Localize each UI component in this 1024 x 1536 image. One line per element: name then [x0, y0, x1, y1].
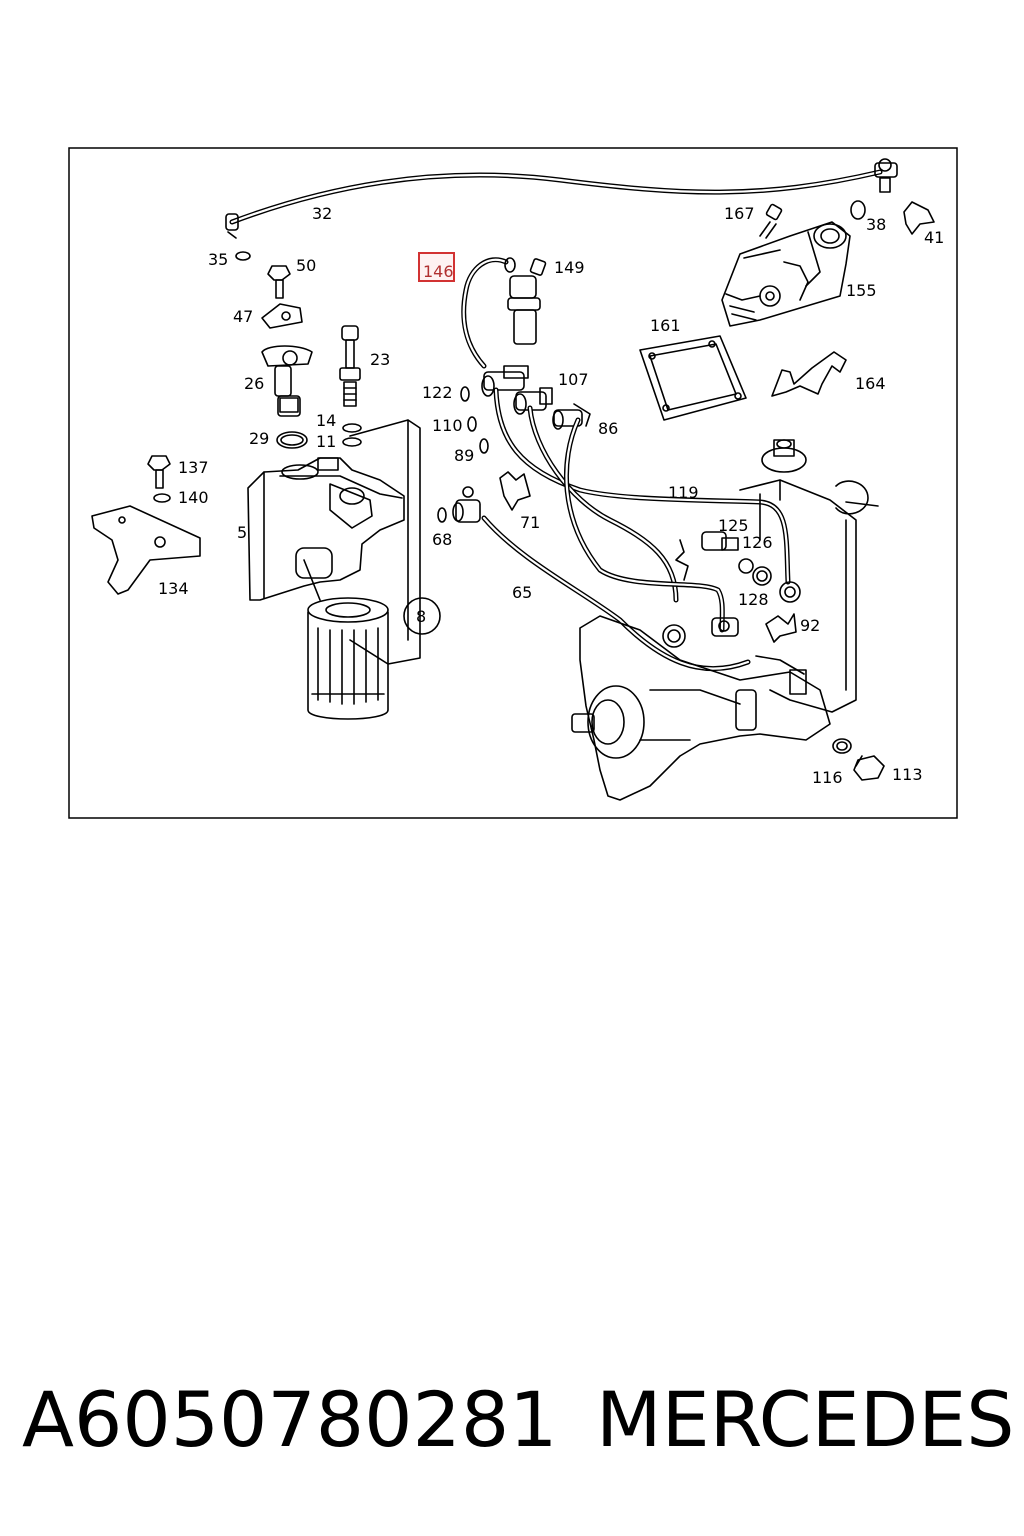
callout-5: 5	[237, 523, 247, 542]
callout-113: 113	[892, 765, 923, 784]
clip-92	[765, 613, 797, 643]
washer-68	[437, 507, 447, 523]
ring-38	[850, 200, 866, 220]
filter-insert-box	[349, 419, 421, 665]
callout-50: 50	[296, 256, 316, 275]
clip-71	[499, 471, 531, 511]
callout-128: 128	[738, 590, 769, 609]
callout-47: 47	[233, 307, 253, 326]
washer-110	[467, 416, 477, 432]
callout-161: 161	[650, 316, 681, 335]
callout-155: 155	[846, 281, 877, 300]
callout-86: 86	[598, 419, 618, 438]
end-fitting-32	[874, 158, 898, 193]
callout-110: 110	[432, 416, 463, 435]
bracket-134	[91, 505, 201, 595]
callout-23: 23	[370, 350, 390, 369]
callout-137: 137	[178, 458, 209, 477]
filter-housing-5	[247, 457, 405, 601]
callout-38: 38	[866, 215, 886, 234]
callout-32: 32	[312, 204, 332, 223]
callout-71: 71	[520, 513, 540, 532]
fitting-107	[513, 387, 553, 415]
bracket-164	[771, 351, 847, 397]
callout-92: 92	[800, 616, 820, 635]
valve-housing-155	[721, 221, 851, 327]
pump-governor-housing	[675, 439, 879, 713]
callout-65: 65	[512, 583, 532, 602]
callout-107: 107	[558, 370, 589, 389]
callout-167: 167	[724, 204, 755, 223]
seal-14	[342, 423, 362, 433]
fuel-filter-8	[307, 597, 389, 720]
bolt-50	[267, 265, 291, 299]
callout-41: 41	[924, 228, 944, 247]
washer-122	[460, 386, 470, 402]
clip-41	[903, 201, 935, 235]
callout-125: 125	[718, 516, 749, 535]
callout-8: 8	[416, 607, 426, 626]
shutoff-valve	[507, 275, 541, 345]
parts-diagram: 32 35 50 47 23 26 14 11 29 137 140 5 134…	[68, 147, 958, 819]
seal-11	[342, 437, 362, 447]
bolt-113	[853, 755, 885, 781]
fitting-68	[452, 486, 481, 523]
bracket-47	[261, 303, 303, 329]
gasket-161	[639, 335, 747, 421]
banjo-fitting-35	[225, 213, 239, 239]
washer-126b	[752, 566, 772, 586]
callout-116: 116	[812, 768, 843, 787]
ring-29	[276, 431, 308, 449]
callout-149: 149	[554, 258, 585, 277]
callout-164: 164	[855, 374, 886, 393]
callout-89: 89	[454, 446, 474, 465]
bolt-137	[147, 455, 171, 489]
callout-26: 26	[244, 374, 264, 393]
callout-11: 11	[316, 432, 336, 451]
connector-128	[711, 617, 739, 637]
part-number: A6050780281	[22, 1375, 558, 1464]
washer-89	[479, 438, 489, 454]
callout-35: 35	[208, 250, 228, 269]
brand-name: MERCEDES	[596, 1375, 1015, 1464]
callout-68: 68	[432, 530, 452, 549]
callout-119: 119	[668, 483, 699, 502]
banjo-bolt-125	[701, 531, 739, 551]
callout-122: 122	[422, 383, 453, 402]
callout-146: 146	[423, 262, 454, 281]
valve-23	[339, 325, 361, 407]
banjo-end-119	[779, 581, 801, 603]
washer-35	[235, 251, 251, 261]
fitting-122	[481, 365, 529, 397]
washer-126a	[738, 558, 754, 574]
highlight-box-146	[418, 252, 455, 282]
cap-149	[529, 258, 547, 276]
callout-134: 134	[158, 579, 189, 598]
injection-pump	[571, 615, 831, 801]
diagram-frame	[68, 147, 958, 819]
callout-29: 29	[249, 429, 269, 448]
fuel-line-119	[493, 387, 791, 585]
callout-140: 140	[178, 488, 209, 507]
fitting-86	[552, 403, 591, 430]
bolt-167	[759, 203, 783, 239]
washer-116	[832, 738, 852, 754]
callout-126: 126	[742, 533, 773, 552]
callout-labels: 32 35 50 47 23 26 14 11 29 137 140 5 134…	[158, 204, 944, 787]
hand-pump-26	[261, 345, 313, 417]
callout-8-circle	[403, 597, 441, 635]
callout-14: 14	[316, 411, 336, 430]
washer-140	[153, 493, 171, 503]
banjo-end-107	[662, 624, 686, 648]
